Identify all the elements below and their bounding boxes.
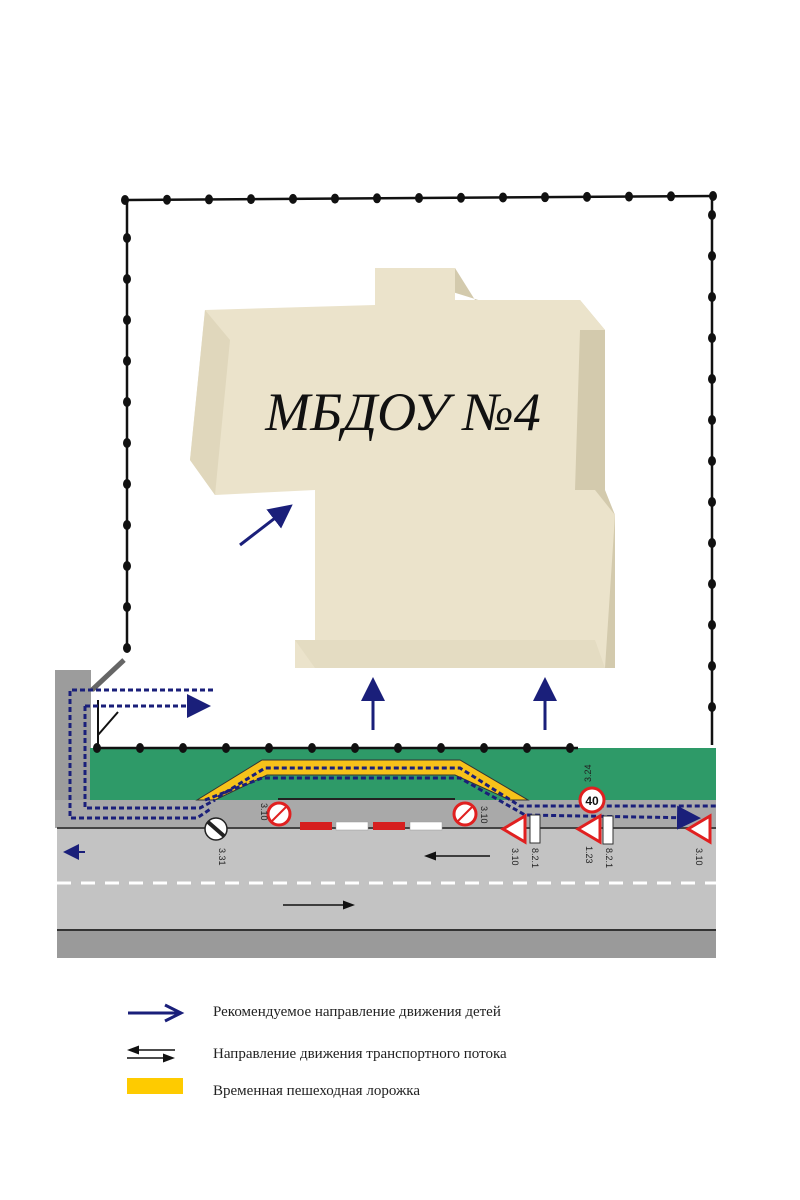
sign-children-1: 3.10 8.2.1 bbox=[500, 813, 541, 868]
fence-post bbox=[708, 497, 716, 507]
fence-post bbox=[123, 233, 131, 243]
road-edge bbox=[57, 930, 716, 958]
fence-post bbox=[123, 561, 131, 571]
svg-text:3.10: 3.10 bbox=[479, 806, 489, 824]
temporary-pedestrian-path bbox=[195, 759, 530, 801]
road-barrier bbox=[300, 821, 443, 831]
fence-post bbox=[121, 195, 129, 205]
fence-post bbox=[123, 602, 131, 612]
fence-post bbox=[123, 643, 131, 653]
sign-children-2: 40 3.24 1.23 8.2.1 bbox=[575, 764, 614, 868]
fence-post bbox=[583, 191, 591, 202]
svg-text:3.10: 3.10 bbox=[694, 848, 704, 866]
fence-post bbox=[566, 743, 574, 753]
children-route-arrows bbox=[63, 504, 557, 860]
fence-post bbox=[708, 579, 716, 589]
fence-post bbox=[541, 192, 549, 203]
svg-text:3.10: 3.10 bbox=[510, 848, 520, 866]
fence-post bbox=[163, 194, 171, 205]
legend-label-path: Временная пешеходная лорожка bbox=[213, 1083, 421, 1099]
fence-post bbox=[708, 538, 716, 548]
fence-post bbox=[123, 356, 131, 366]
sign-3-31: 3.31 bbox=[204, 817, 228, 866]
fence-post bbox=[708, 333, 716, 343]
fence-post bbox=[708, 292, 716, 302]
fence-post bbox=[205, 194, 213, 205]
fence-post bbox=[123, 274, 131, 284]
svg-text:3.31: 3.31 bbox=[217, 848, 227, 866]
svg-text:1.23: 1.23 bbox=[584, 846, 594, 864]
legend-label-route: Рекомендуемое направление движения детей bbox=[213, 1004, 501, 1020]
fence-post bbox=[499, 192, 507, 203]
fence-post bbox=[708, 374, 716, 384]
fence-post bbox=[179, 743, 187, 753]
fence-post bbox=[708, 661, 716, 671]
fence-post bbox=[136, 743, 144, 753]
fence-post bbox=[625, 191, 633, 202]
speed-limit: 40 bbox=[585, 794, 599, 808]
fence-post bbox=[708, 702, 716, 712]
fence-post bbox=[708, 456, 716, 466]
legend-path-swatch bbox=[127, 1078, 183, 1094]
fence-post bbox=[289, 193, 297, 204]
fence-post bbox=[351, 743, 359, 753]
fence-post bbox=[265, 743, 273, 753]
sign-3-10-left: 3.10 bbox=[259, 801, 292, 827]
fence-post bbox=[123, 315, 131, 325]
sign-children-3: 3.10 bbox=[685, 813, 712, 866]
svg-text:3.24: 3.24 bbox=[583, 764, 593, 782]
fence-post bbox=[123, 520, 131, 530]
road bbox=[57, 828, 716, 930]
fence-post bbox=[437, 743, 445, 753]
fence-post bbox=[123, 479, 131, 489]
fence-post bbox=[415, 193, 423, 204]
building: МБДОУ №4 bbox=[190, 268, 615, 668]
fence-post bbox=[667, 191, 675, 202]
fence-post bbox=[708, 251, 716, 261]
sign-3-10-right: 3.10 bbox=[452, 801, 489, 827]
fence-post bbox=[708, 415, 716, 425]
fence-post bbox=[93, 743, 101, 753]
fence-post bbox=[457, 192, 465, 203]
traffic-arrows bbox=[283, 851, 490, 910]
fence-post bbox=[708, 210, 716, 220]
svg-text:8.2.1: 8.2.1 bbox=[530, 848, 540, 868]
svg-text:3.10: 3.10 bbox=[259, 803, 269, 821]
fence-post bbox=[308, 743, 316, 753]
fence-post bbox=[394, 743, 402, 753]
fence-post bbox=[123, 438, 131, 448]
fence-post bbox=[222, 743, 230, 753]
fence-post bbox=[480, 743, 488, 753]
svg-text:8.2.1: 8.2.1 bbox=[604, 848, 614, 868]
legend-traffic-icon bbox=[127, 1045, 175, 1063]
legend-label-traffic: Направление движения транспортного поток… bbox=[213, 1046, 507, 1062]
fence-post bbox=[373, 193, 381, 204]
fence-post bbox=[709, 191, 717, 202]
building-label: МБДОУ №4 bbox=[264, 382, 540, 442]
fence-post bbox=[123, 397, 131, 407]
fence-post bbox=[708, 620, 716, 630]
fence-post bbox=[523, 743, 531, 753]
fence-post bbox=[331, 193, 339, 204]
legend-route-icon bbox=[128, 1003, 185, 1023]
fence-post bbox=[247, 194, 255, 205]
fence bbox=[93, 191, 717, 753]
